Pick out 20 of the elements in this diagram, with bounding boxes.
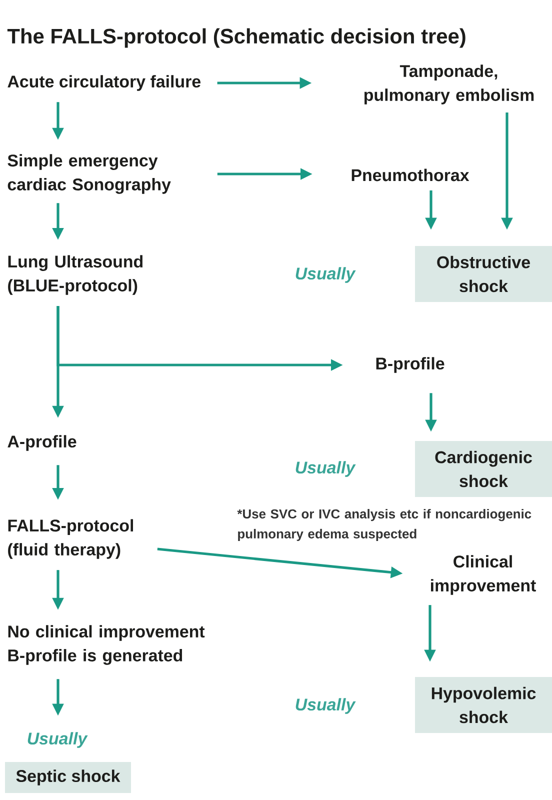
note-label: Usually xyxy=(296,461,356,477)
step-text: Pneumothorax xyxy=(352,168,470,182)
step-text: Clinical improvement xyxy=(431,555,536,595)
shock-box: Cardiogenic shock xyxy=(415,441,552,497)
step-text: FALLS-protocol (fluid therapy) xyxy=(8,519,134,559)
shock-box: Septic shock xyxy=(5,762,131,793)
step-text: No clinical improvement B-profile is generated xyxy=(8,625,205,665)
step-text: Tamponade, pulmonary embolism xyxy=(364,64,534,104)
note-label: Usually xyxy=(296,267,356,283)
step-text: Acute circulatory failure xyxy=(8,75,200,91)
title: The FALLS-protocol (Schematic decision tree) xyxy=(7,28,466,48)
note-label: Usually xyxy=(296,698,356,714)
shock-box: Hypovolemic shock xyxy=(415,677,552,733)
footnote: *Use SVC or IVC analysis etc if noncardiogenic pulmonary edema suspected xyxy=(237,509,532,541)
step-text: A-profile xyxy=(8,435,76,451)
shock-box: Obstructive shock xyxy=(415,246,552,302)
step-text: Lung Ultrasound (BLUE-protocol) xyxy=(8,255,142,295)
step-text: B-profile xyxy=(376,357,444,373)
note-label: Usually xyxy=(28,732,88,748)
step-text: Simple emergency cardiac Sonography xyxy=(8,154,171,194)
